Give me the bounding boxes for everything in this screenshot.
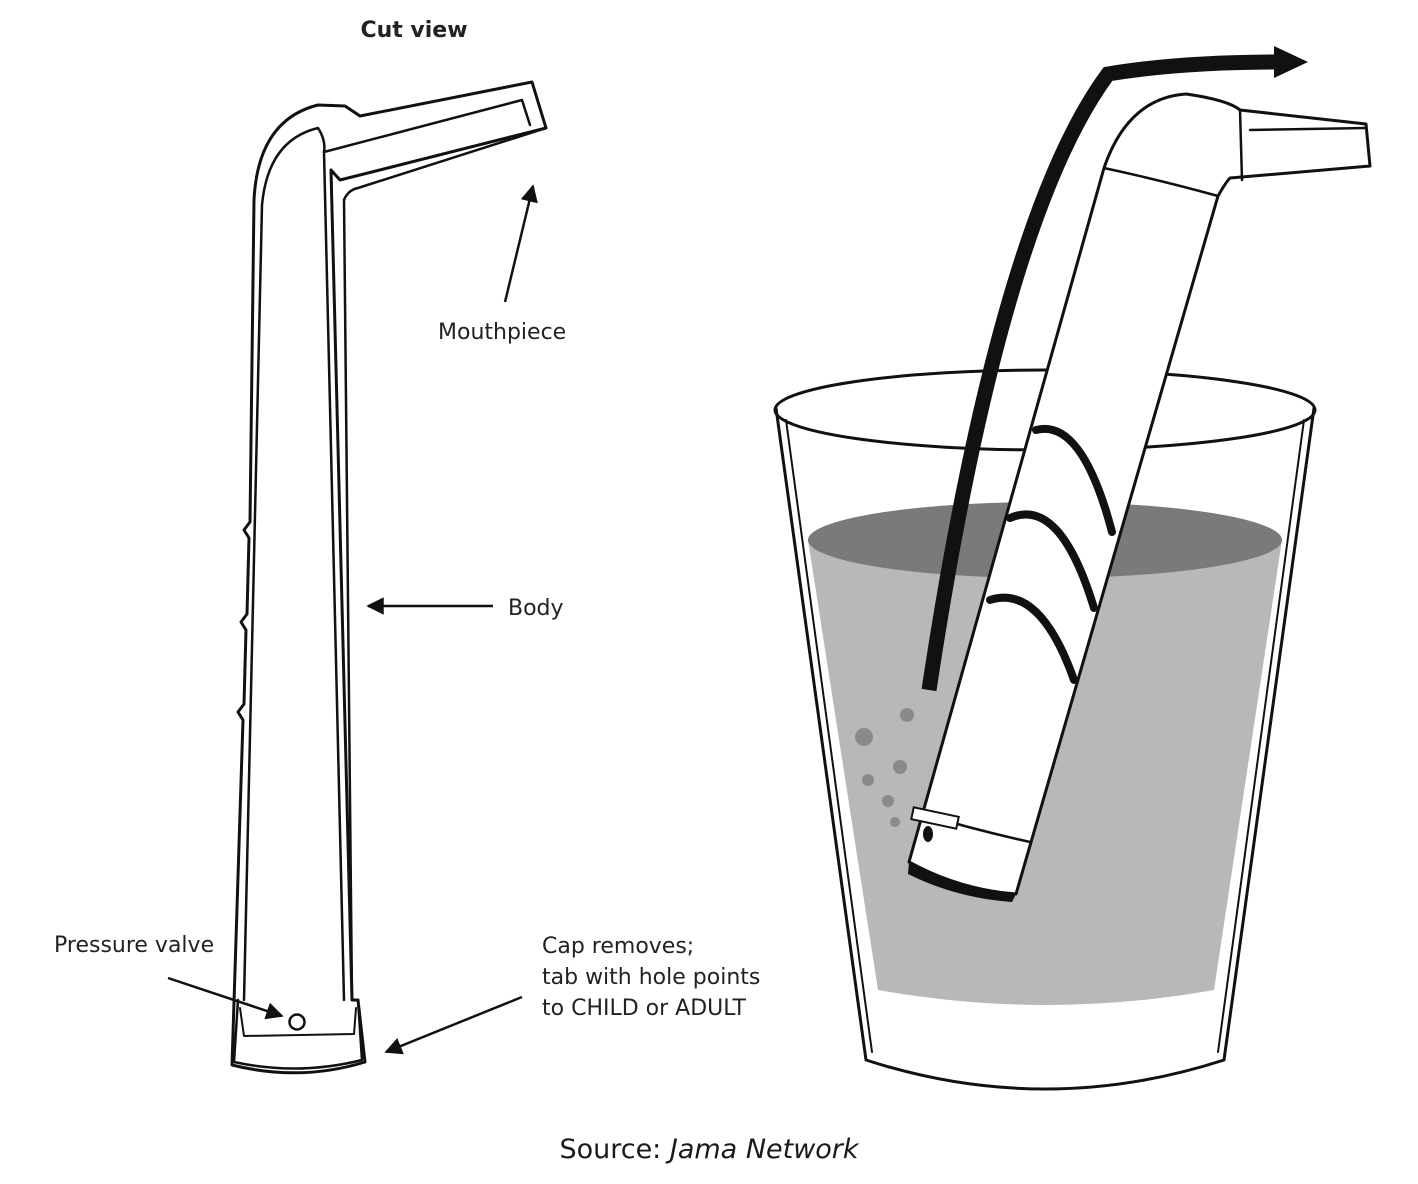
body-label: Body bbox=[508, 596, 564, 621]
valve-hole bbox=[923, 826, 933, 842]
mouthpiece-arrow bbox=[503, 184, 538, 303]
pressure-valve-label: Pressure valve bbox=[54, 933, 214, 958]
source-name: Jama Network bbox=[665, 1134, 860, 1165]
mouthpiece-inner-line bbox=[322, 98, 532, 154]
source-prefix: Source: bbox=[559, 1134, 669, 1165]
source-caption: Source: Jama Network bbox=[559, 1134, 859, 1165]
pressure-valve-hole bbox=[288, 1013, 306, 1031]
airflow-arrow bbox=[921, 46, 1308, 692]
bubble bbox=[855, 728, 873, 746]
straw-bottom-cap bbox=[908, 862, 1016, 902]
cap-arrow bbox=[384, 995, 523, 1055]
straw-top-band bbox=[1102, 166, 1220, 198]
cap-tab bbox=[910, 806, 960, 830]
airflow-arrow-line bbox=[921, 54, 1281, 692]
inner-bead-2 bbox=[1006, 510, 1098, 612]
cut-view-straw bbox=[167, 80, 548, 1075]
glass-outline bbox=[774, 406, 1316, 1091]
bubble bbox=[890, 817, 900, 827]
glass-inner-wall bbox=[785, 419, 1305, 1053]
straw-outer-outline bbox=[230, 80, 548, 1075]
straw-body bbox=[907, 92, 1372, 896]
pressure-valve-arrow bbox=[167, 976, 284, 1020]
straw-in-glass bbox=[907, 92, 1372, 902]
bubbles bbox=[855, 708, 914, 827]
cap-label-line2: tab with hole points bbox=[542, 965, 760, 990]
bubble bbox=[893, 760, 907, 774]
straw-inner-wall bbox=[242, 126, 346, 1002]
mouthpiece-lower-inner bbox=[342, 126, 548, 1002]
cap-inner-line bbox=[239, 1007, 357, 1037]
cut-view-label: Cut view bbox=[360, 18, 467, 43]
bubble bbox=[900, 708, 914, 722]
mouthpiece-label: Mouthpiece bbox=[438, 320, 566, 345]
cap-outline bbox=[232, 998, 364, 1070]
inner-bead-1 bbox=[1032, 424, 1116, 536]
bubble bbox=[862, 774, 874, 786]
inner-bead-3 bbox=[986, 593, 1078, 684]
airflow-arrow-head bbox=[1274, 46, 1308, 78]
cap-label-line1: Cap removes; bbox=[542, 934, 694, 959]
mouthpiece-band bbox=[1238, 108, 1368, 182]
bubble bbox=[882, 795, 894, 807]
cap-label-line3: to CHILD or ADULT bbox=[542, 996, 746, 1021]
